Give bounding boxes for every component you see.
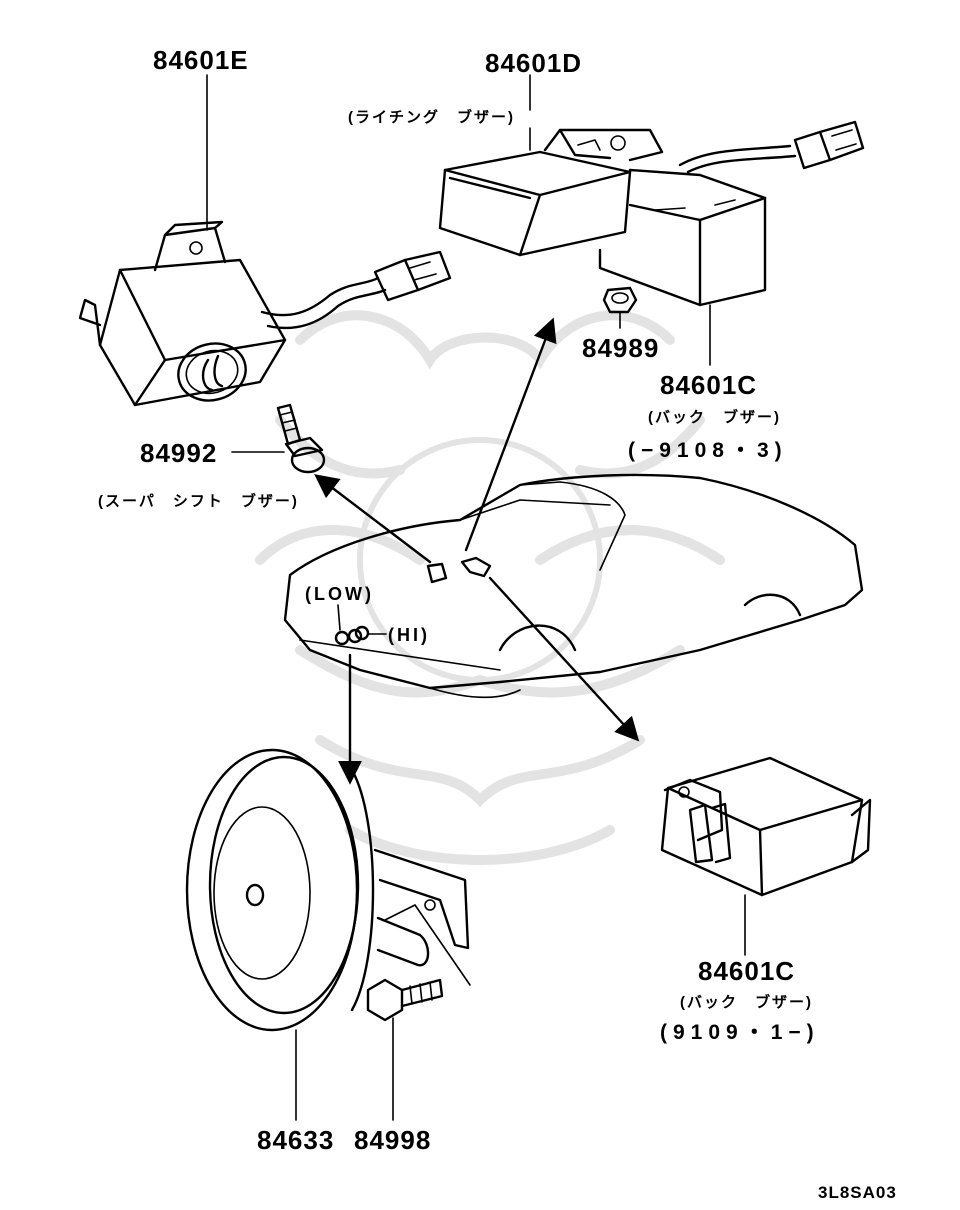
arrow-to-84601D (464, 317, 557, 552)
part-number-84601D: 84601D (485, 48, 583, 78)
part-note-84601C-lower: (バック ブザー) (680, 994, 813, 1011)
part-number-84633: 84633 (257, 1125, 335, 1155)
part-number-84601E: 84601E (153, 45, 249, 75)
part-note-84601C-upper: (バック ブザー) (648, 409, 781, 426)
buzzer-84601D-drawing (438, 128, 664, 257)
horn-switch-hi-label: (HI) (388, 625, 430, 645)
part-number-84989: 84989 (582, 333, 660, 363)
part-range-84601C-upper: (−9108・3) (628, 439, 788, 462)
arrow-to-84992 (314, 474, 432, 564)
part-number-84601C-upper: 84601C (660, 370, 758, 400)
car-outline-drawing (283, 473, 864, 699)
part-number-84992: 84992 (140, 438, 218, 468)
horn-switch-low-label: (LOW) (305, 584, 374, 604)
horn-switch-drawing (334, 625, 370, 646)
part-number-84998: 84998 (354, 1125, 432, 1155)
buzzer-84601E-drawing (78, 220, 452, 407)
buzzer-84601C-upper-drawing (598, 120, 865, 307)
switch-84992-drawing (276, 403, 326, 474)
bolt-84998-drawing (366, 978, 444, 1022)
part-number-84601C-lower: 84601C (698, 956, 796, 986)
diagram-code: 3L8SA03 (818, 1183, 897, 1202)
arrow-to-84601C-lower (488, 576, 640, 742)
samurai-mask-logo-watermark (255, 310, 725, 865)
buzzer-84601C-lower-drawing (660, 756, 872, 897)
part-note-84601D: (ライチング ブザー) (348, 109, 515, 126)
horn-84633-drawing (185, 748, 471, 1032)
part-note-84992: (スーパ シフト ブザー) (98, 493, 299, 510)
part-range-84601C-lower: (9109・1−) (660, 1021, 820, 1044)
nut-84989-drawing (602, 286, 638, 314)
leader-low (337, 604, 341, 631)
